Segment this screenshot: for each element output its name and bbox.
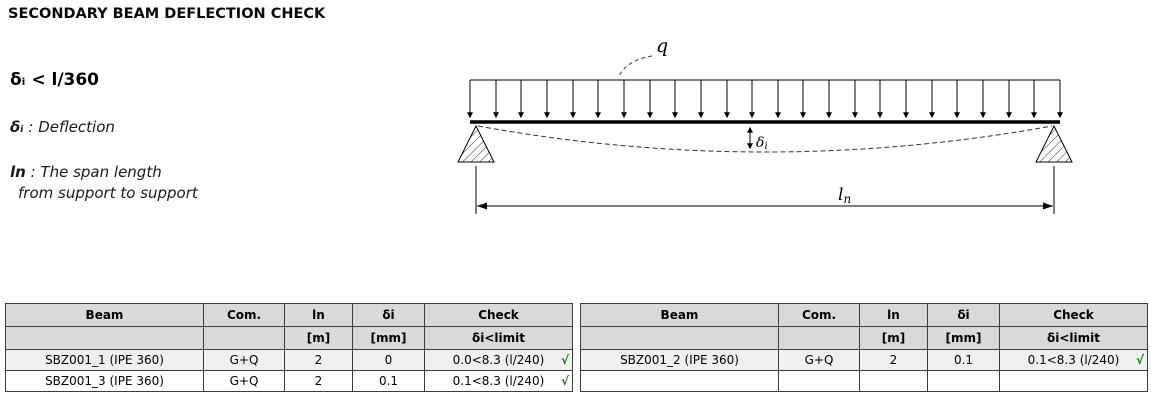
load-label: q	[656, 35, 668, 57]
header-com-unit	[778, 326, 860, 350]
page-title: SECONDARY BEAM DEFLECTION CHECK	[8, 6, 326, 22]
legend-span-desc-line1: : The span length	[30, 163, 162, 181]
check-text: 0.0<8.3 (l/240)	[452, 353, 545, 367]
header-com: Com.	[778, 303, 860, 327]
span-label: ln	[838, 185, 851, 206]
check-pass-icon: √	[560, 353, 569, 367]
cell-beam: SBZ001_3 (IPE 360)	[5, 370, 204, 392]
check-text: 0.1<8.3 (l/240)	[1027, 353, 1120, 367]
check-pass-icon: √	[1135, 353, 1144, 367]
deflection-table-right: Beam Com. ln δi Check [m] [mm] δi<limit …	[580, 303, 1148, 392]
table-unit-row: [m] [mm] δi<limit	[5, 326, 573, 350]
table-row: SBZ001_2 (IPE 360) G+Q 2 0.1 0.1<8.3 (l/…	[580, 349, 1148, 371]
table-header-row: Beam Com. ln δi Check	[5, 303, 573, 327]
cell-beam	[580, 370, 779, 392]
table-row: SBZ001_1 (IPE 360) G+Q 2 0 0.0<8.3 (l/24…	[5, 349, 573, 371]
header-di-unit: [mm]	[352, 326, 425, 350]
header-com-unit	[203, 326, 285, 350]
legend-deflection: δᵢ : Deflection	[10, 118, 115, 136]
cell-di: 0.1	[927, 349, 1000, 371]
support-left-icon	[457, 124, 495, 163]
legend-span-desc-line2: from support to support	[18, 184, 198, 202]
table-unit-row: [m] [mm] δi<limit	[580, 326, 1148, 350]
deflection-label: δi	[756, 135, 768, 152]
check-pass-icon: √	[560, 374, 569, 388]
header-di-unit: [mm]	[927, 326, 1000, 350]
header-check: Check	[424, 303, 573, 327]
header-check-limit: δi<limit	[999, 326, 1148, 350]
header-di: δi	[927, 303, 1000, 327]
legend-span: ln : The span length from support to sup…	[10, 162, 198, 204]
cell-di: 0	[352, 349, 425, 371]
legend-span-term: ln	[10, 163, 26, 181]
cell-ln: 2	[859, 349, 928, 371]
table-header-row: Beam Com. ln δi Check	[580, 303, 1148, 327]
header-ln: ln	[284, 303, 353, 327]
deflection-table-left: Beam Com. ln δi Check [m] [mm] δi<limit …	[5, 303, 573, 392]
cell-check: 0.1<8.3 (l/240) √	[424, 370, 573, 392]
header-com: Com.	[203, 303, 285, 327]
cell-check: 0.0<8.3 (l/240) √	[424, 349, 573, 371]
cell-di: 0.1	[352, 370, 425, 392]
cell-check	[999, 370, 1148, 392]
cell-beam: SBZ001_2 (IPE 360)	[580, 349, 779, 371]
cell-com: G+Q	[203, 349, 285, 371]
cell-com	[778, 370, 860, 392]
legend-deflection-desc: : Deflection	[28, 118, 115, 136]
header-check-limit: δi<limit	[424, 326, 573, 350]
table-row: SBZ001_3 (IPE 360) G+Q 2 0.1 0.1<8.3 (l/…	[5, 370, 573, 392]
table-row	[580, 370, 1148, 392]
header-ln-unit: [m]	[284, 326, 353, 350]
span-dimension	[475, 166, 1055, 214]
cell-com: G+Q	[203, 370, 285, 392]
cell-ln	[859, 370, 928, 392]
load-label-leader	[617, 55, 653, 79]
support-right-icon	[1035, 124, 1073, 163]
header-ln: ln	[859, 303, 928, 327]
check-text: 0.1<8.3 (l/240)	[452, 374, 545, 388]
load-arrows	[467, 80, 1063, 119]
header-beam: Beam	[5, 303, 204, 327]
deflection-curve	[477, 125, 1053, 153]
cell-ln: 2	[284, 349, 353, 371]
beam-diagram: q	[457, 35, 1073, 214]
legend-deflection-term: δᵢ	[10, 118, 24, 136]
deflection-limit-formula: δᵢ < l/360	[10, 70, 100, 90]
header-beam: Beam	[580, 303, 779, 327]
header-check: Check	[999, 303, 1148, 327]
cell-com: G+Q	[778, 349, 860, 371]
header-ln-unit: [m]	[859, 326, 928, 350]
header-beam-unit	[580, 326, 779, 350]
cell-check: 0.1<8.3 (l/240) √	[999, 349, 1148, 371]
cell-di	[927, 370, 1000, 392]
header-di: δi	[352, 303, 425, 327]
cell-ln: 2	[284, 370, 353, 392]
cell-beam: SBZ001_1 (IPE 360)	[5, 349, 204, 371]
header-beam-unit	[5, 326, 204, 350]
